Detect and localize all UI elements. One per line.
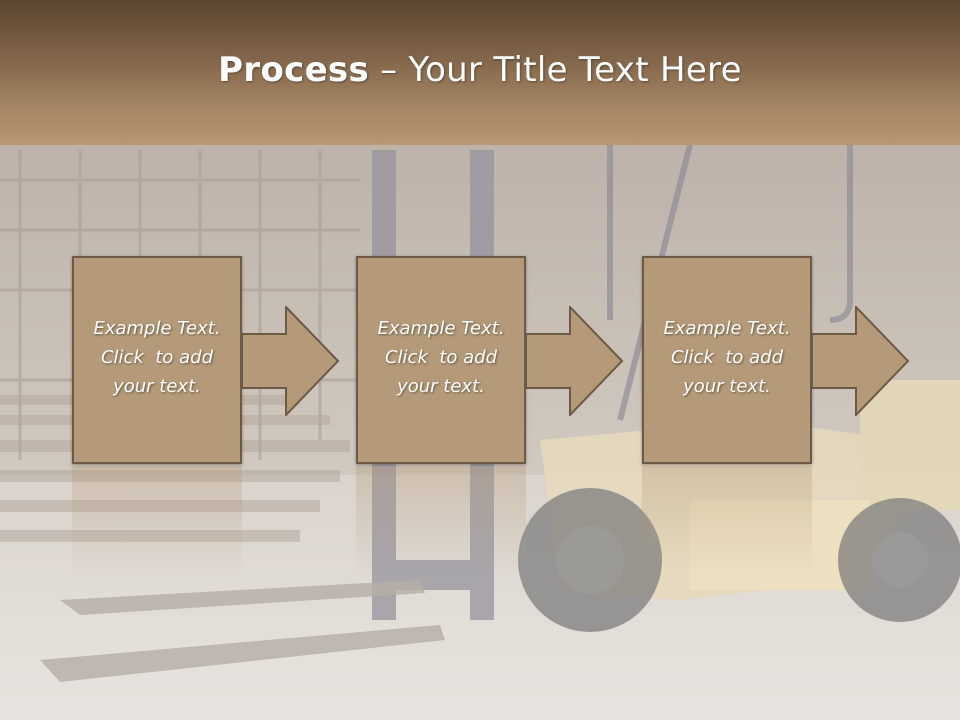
- arrow-right-icon: [242, 306, 340, 416]
- process-step-2-box[interactable]: Example Text. Click to add your text.: [356, 256, 526, 464]
- step-2-line-3: your text.: [397, 376, 485, 397]
- process-step-3-box[interactable]: Example Text. Click to add your text.: [642, 256, 812, 464]
- step-1-line-1: Example Text.: [93, 318, 221, 339]
- title-bold: Process: [218, 50, 370, 90]
- process-step-3-reflection: [642, 466, 812, 576]
- process-step-1-box[interactable]: Example Text. Click to add your text.: [72, 256, 242, 464]
- arrow-right-icon: [812, 306, 910, 416]
- step-2-line-1: Example Text.: [377, 318, 505, 339]
- arrow-right-icon: [526, 306, 624, 416]
- step-2-line-2: Click to add: [384, 347, 497, 368]
- step-1-line-2: Click to add: [100, 347, 213, 368]
- process-step-3-text[interactable]: Example Text. Click to add your text.: [650, 314, 804, 401]
- slide-title[interactable]: Process – Your Title Text Here: [0, 50, 960, 90]
- step-3-line-3: your text.: [683, 376, 771, 397]
- process-step-1-text[interactable]: Example Text. Click to add your text.: [80, 314, 234, 401]
- step-3-line-2: Click to add: [670, 347, 783, 368]
- step-3-line-1: Example Text.: [663, 318, 791, 339]
- process-step-2-reflection: [356, 466, 526, 576]
- process-step-2-text[interactable]: Example Text. Click to add your text.: [364, 314, 518, 401]
- title-bar: Process – Your Title Text Here: [0, 0, 960, 145]
- step-1-line-3: your text.: [113, 376, 201, 397]
- process-step-1-reflection: [72, 466, 242, 576]
- title-rest: – Your Title Text Here: [369, 50, 742, 90]
